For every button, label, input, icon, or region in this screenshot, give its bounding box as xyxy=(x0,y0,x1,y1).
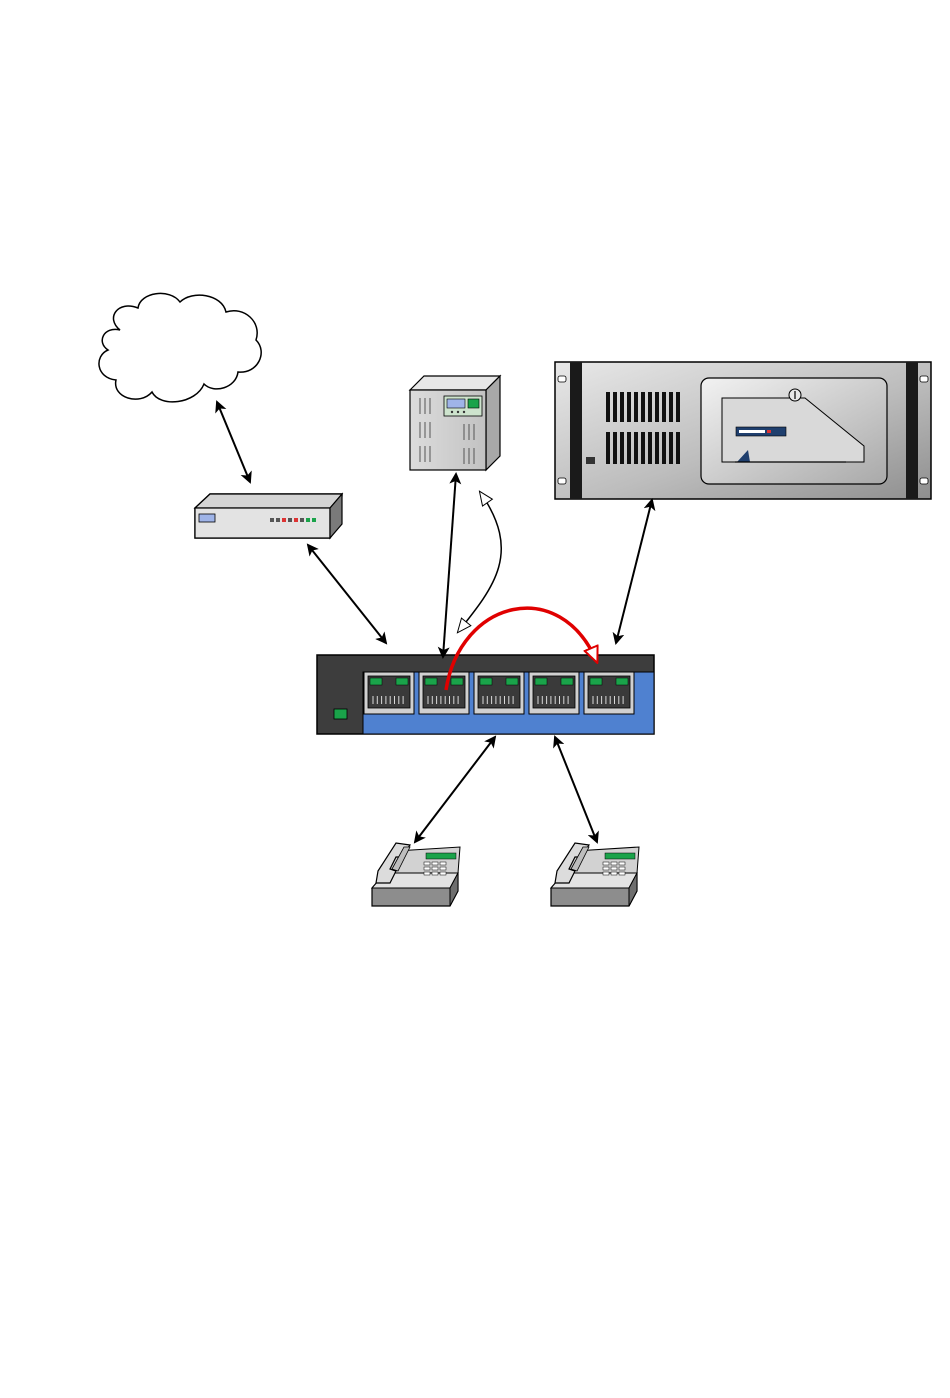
link-switch-tower-return xyxy=(458,492,501,632)
modem-icon xyxy=(195,494,342,538)
rack-server xyxy=(555,362,931,499)
link-switch-phone-1 xyxy=(415,737,495,842)
port-led xyxy=(396,678,408,685)
link-switch-phone-2 xyxy=(555,737,597,842)
port-led xyxy=(370,678,382,685)
port-led xyxy=(561,678,573,685)
port-led xyxy=(506,678,518,685)
link-tower-switch xyxy=(443,474,456,657)
modem xyxy=(195,494,342,538)
port-led xyxy=(590,678,602,685)
switch-port-5 xyxy=(584,672,634,714)
link-rack-switch xyxy=(616,500,652,643)
tower-server-icon xyxy=(410,376,500,470)
port-led xyxy=(425,678,437,685)
phone-icon xyxy=(551,843,639,906)
switch-icon xyxy=(317,655,654,734)
cloud-icon xyxy=(99,293,261,401)
network-switch xyxy=(317,655,654,734)
server-tower xyxy=(410,376,500,470)
port-led xyxy=(451,678,463,685)
phone-icon xyxy=(372,843,460,906)
port-led xyxy=(616,678,628,685)
ip-phone-1 xyxy=(372,843,460,906)
switch-ports xyxy=(364,672,634,714)
ip-phone-2 xyxy=(551,843,639,906)
switch-port-3 xyxy=(474,672,524,714)
port-led xyxy=(535,678,547,685)
internet-cloud xyxy=(99,293,261,401)
switch-port-1 xyxy=(364,672,414,714)
switch-port-2 xyxy=(419,672,469,714)
switch-port-4 xyxy=(529,672,579,714)
port-led xyxy=(480,678,492,685)
link-modem-switch xyxy=(308,545,386,643)
rack-server-icon xyxy=(555,362,931,499)
link-internet-modem xyxy=(217,402,250,482)
